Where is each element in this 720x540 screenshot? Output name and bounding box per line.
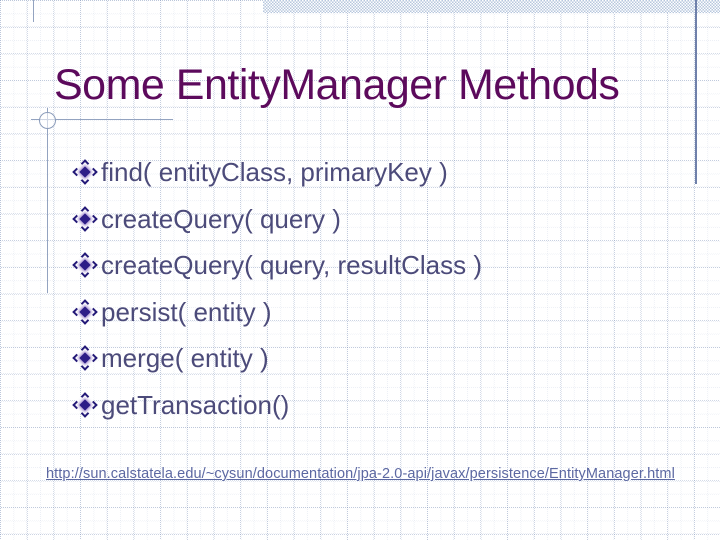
diamond-bullet-icon: [72, 252, 98, 278]
bullet-item: find( entityClass, primaryKey ): [72, 149, 482, 196]
bullet-item: merge( entity ): [72, 335, 482, 382]
bullet-item: persist( entity ): [72, 289, 482, 336]
bullet-item: getTransaction(): [72, 382, 482, 429]
diamond-bullet-icon: [72, 159, 98, 185]
diamond-bullet-core: [79, 166, 91, 178]
reference-link[interactable]: http://sun.calstatela.edu/~cysun/documen…: [46, 466, 675, 482]
bullet-text: persist( entity ): [101, 296, 272, 327]
diamond-bullet-core: [79, 352, 91, 364]
bullet-text: getTransaction(): [101, 389, 290, 420]
top-left-accent-line: [33, 0, 34, 22]
left-vertical-rule: [47, 108, 48, 293]
diamond-bullet-core: [79, 213, 91, 225]
diamond-bullet-icon: [72, 206, 98, 232]
bullet-text: createQuery( query ): [101, 203, 341, 234]
diamond-bullet-core: [79, 399, 91, 411]
diamond-bullet-core: [79, 259, 91, 271]
diamond-bullet-icon: [72, 345, 98, 371]
title-underline-rule: [31, 119, 173, 120]
bullet-list: find( entityClass, primaryKey ) createQu…: [72, 149, 482, 429]
right-accent-line: [695, 0, 697, 184]
top-accent-bar: [263, 0, 720, 13]
bullet-item: createQuery( query, resultClass ): [72, 242, 482, 289]
slide-title: Some EntityManager Methods: [54, 61, 620, 109]
diamond-bullet-core: [79, 306, 91, 318]
bullet-item: createQuery( query ): [72, 196, 482, 243]
bullet-text: find( entityClass, primaryKey ): [101, 157, 448, 188]
bullet-text: merge( entity ): [101, 343, 269, 374]
diamond-bullet-icon: [72, 299, 98, 325]
diamond-bullet-icon: [72, 392, 98, 418]
bullet-text: createQuery( query, resultClass ): [101, 250, 482, 281]
compass-circle-icon: [39, 112, 56, 129]
